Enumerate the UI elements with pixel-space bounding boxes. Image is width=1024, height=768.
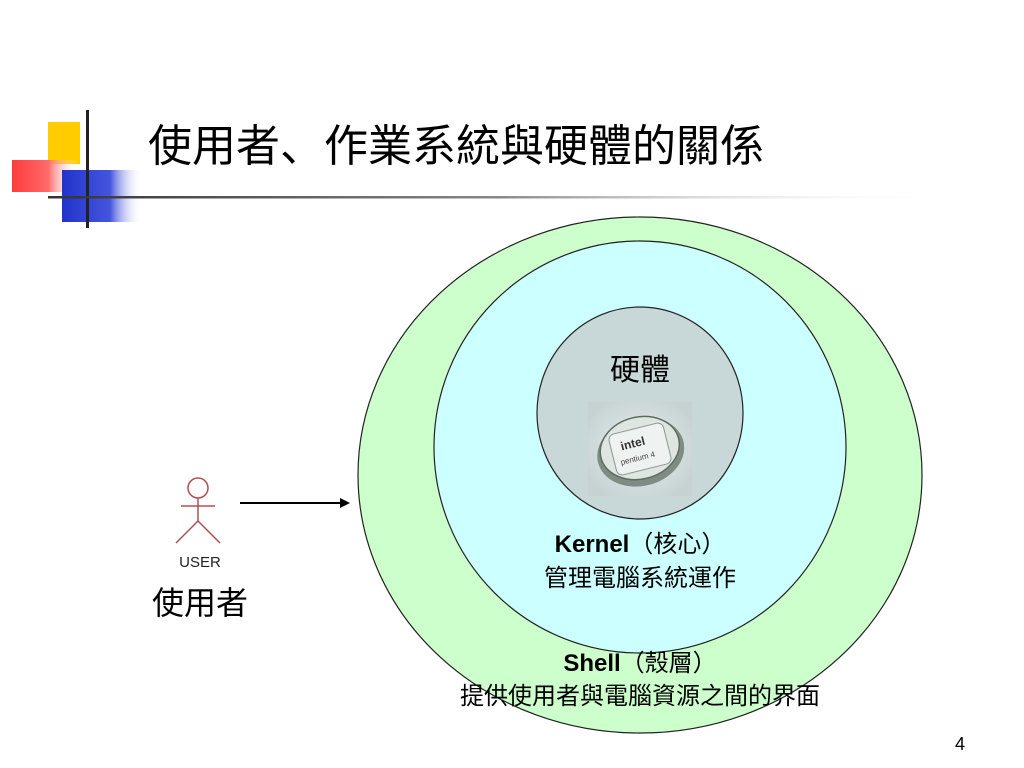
hardware-label: 硬體 — [610, 353, 670, 388]
shell-name-cn: （殼層） — [620, 649, 717, 677]
kernel-name: Kernel — [554, 531, 630, 558]
shell-title: Shell（殼層） — [490, 647, 790, 680]
slide-title: 使用者、作業系統與硬體的關係 — [148, 121, 764, 172]
page-number: 4 — [954, 734, 965, 754]
kernel-name-cn: （核心） — [629, 530, 726, 558]
kernel-title: Kernel（核心） — [490, 528, 790, 561]
shell-description: 提供使用者與電腦資源之間的界面 — [460, 682, 820, 710]
kernel-description: 管理電腦系統運作 — [544, 564, 736, 592]
user-figure-icon — [175, 477, 221, 544]
title-decoration — [12, 110, 948, 228]
user-label: 使用者 — [151, 584, 248, 622]
shell-name: Shell — [563, 650, 621, 677]
chip-logo-text: intel — [619, 434, 646, 454]
cpu-chip-image: intel pentium 4 — [588, 402, 692, 496]
user-caption: USER — [179, 554, 221, 571]
user-to-shell-arrow — [240, 498, 350, 508]
